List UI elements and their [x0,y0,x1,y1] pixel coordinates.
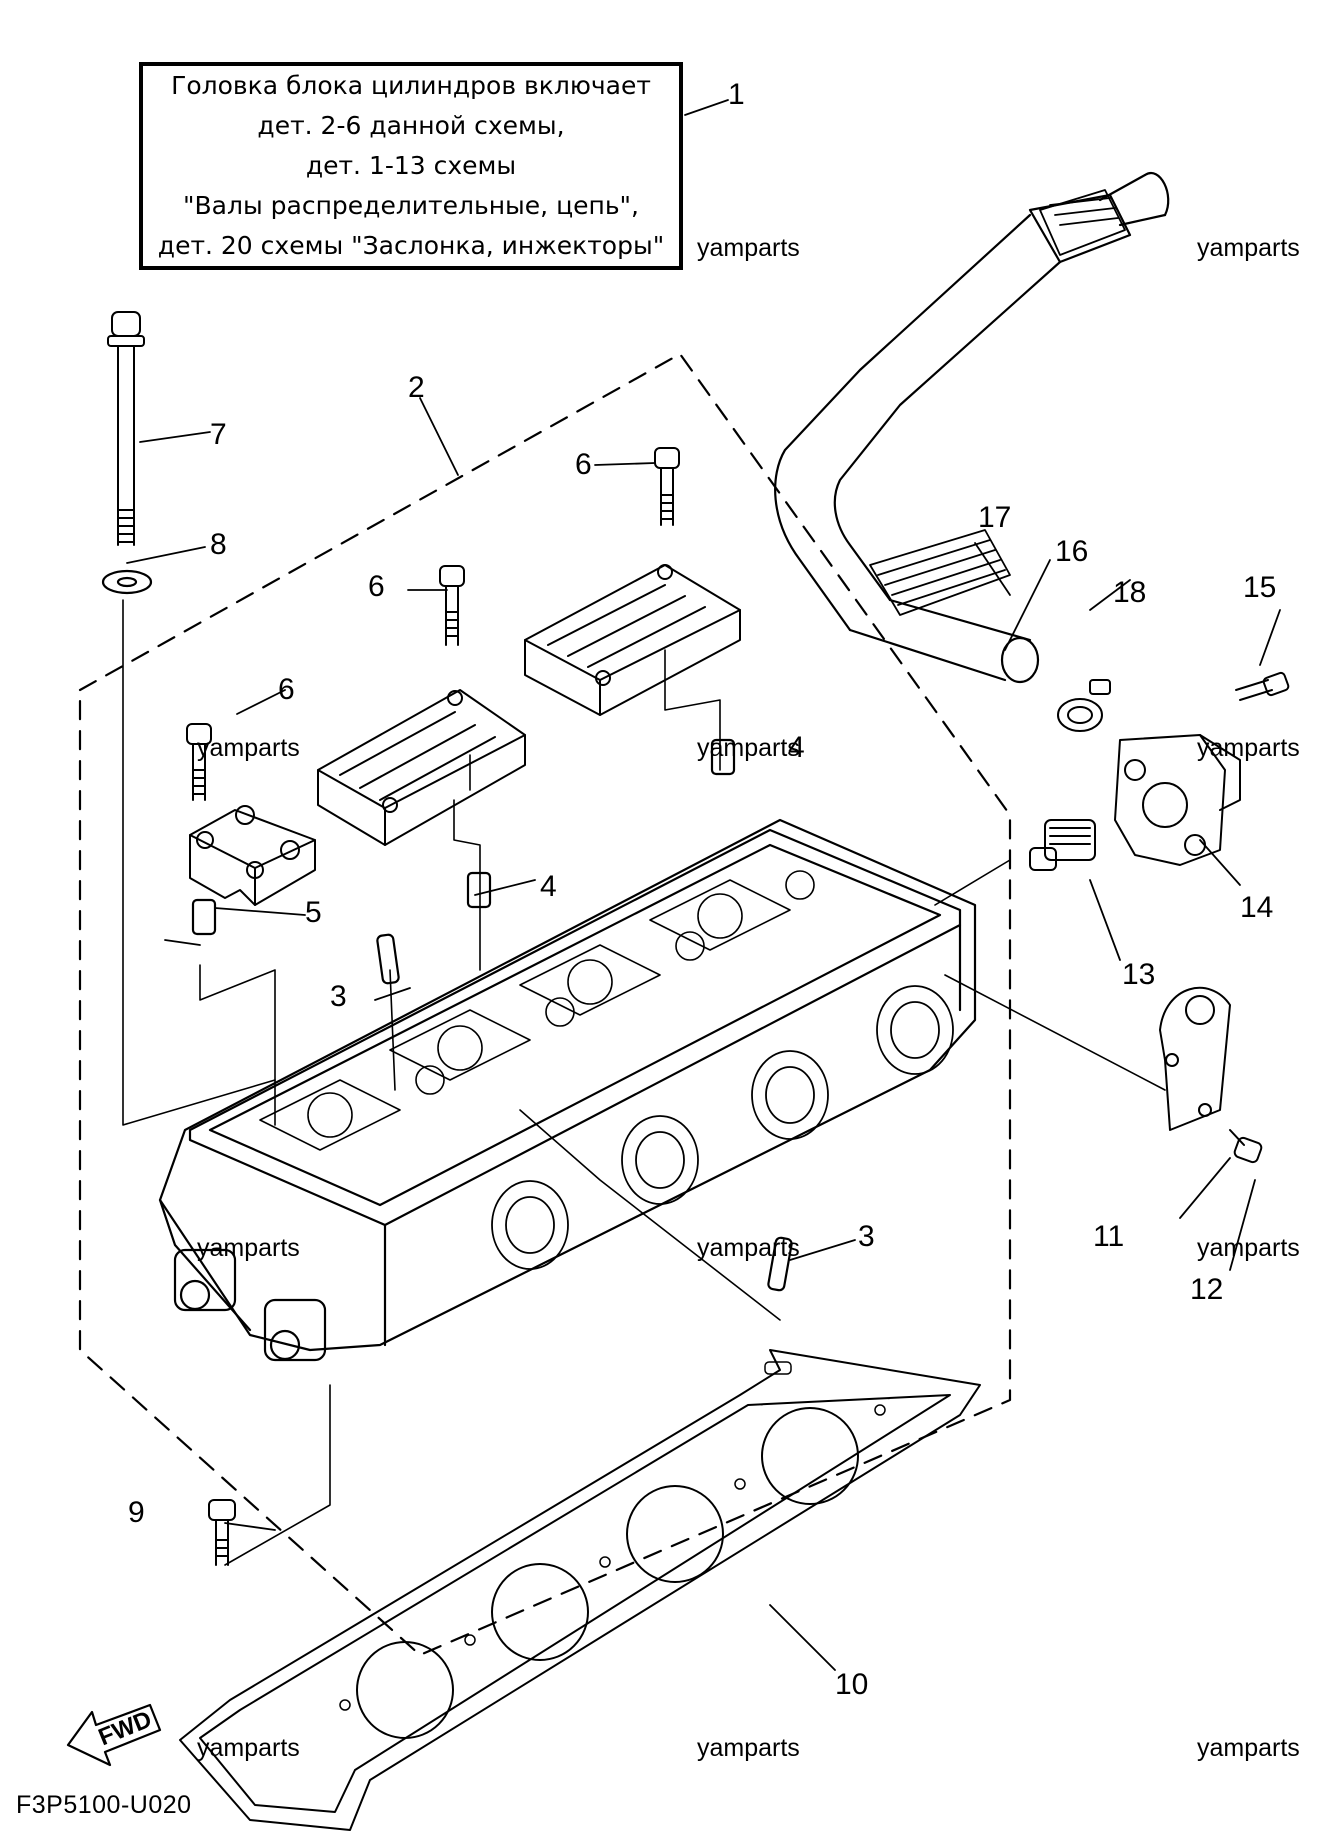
callout-17: 17 [978,501,1012,534]
callout-6: 6 [575,448,592,481]
callout-18: 18 [1113,576,1147,609]
bolt-part-15 [1235,671,1290,701]
note-line: Головка блока цилиндров включает [171,71,651,100]
bolt-part-6-left [186,723,212,801]
hose-clamp-part-18 [1057,679,1111,732]
callout-4: 4 [788,731,805,764]
watermark: yamparts [197,734,300,762]
valve-guide-part-3-left [376,933,400,985]
watermark: yamparts [1197,1734,1300,1762]
bolt-part-6-middle [439,565,465,646]
assembly-boundary [78,352,1012,1657]
watermark: yamparts [697,1234,800,1262]
note-line: "Валы распределительные, цепь", [183,191,639,220]
leader-lines [126,99,1281,1671]
callout-16: 16 [1055,535,1089,568]
head-gasket-part-10 [179,1349,981,1831]
diagram-code: F3P5100-U020 [16,1791,192,1819]
dowel-part-4-left [466,871,492,909]
bolt-part-12 [1229,1129,1263,1164]
callout-2: 2 [408,371,425,404]
watermark: yamparts [197,1734,300,1762]
bolt-part-6-right [654,447,680,526]
bracket-plate-part-11 [1159,986,1231,1131]
connector-lines [122,599,1166,1566]
cylinder-head-part-2 [158,818,977,1362]
dowel-part-5 [191,898,217,936]
callout-4: 4 [540,870,557,903]
camshaft-cap-left [189,805,316,906]
hose-bellows-upper [1039,189,1126,256]
note-box: Головка блока цилиндров включает дет. 2-… [139,62,683,270]
callout-10: 10 [835,1668,869,1701]
callout-7: 7 [210,418,227,451]
valve-guide-part-3-right [767,1236,793,1292]
callout-12: 12 [1190,1273,1224,1306]
thermostat-housing-part-14 [1114,734,1241,866]
note-line: дет. 20 схемы "Заслонка, инжекторы" [157,231,665,260]
watermark: yamparts [697,234,800,262]
watermark: yamparts [1197,734,1300,762]
watermark: yamparts [697,734,800,762]
watermark: yamparts [1197,1234,1300,1262]
note-line: дет. 1-13 схемы [305,151,517,180]
long-bolt-part-7 [107,311,145,546]
callout-5: 5 [305,896,322,929]
callout-15: 15 [1243,571,1277,604]
bolt-part-9 [208,1499,236,1566]
thermostat-part-13 [1029,819,1096,871]
callout-9: 9 [128,1496,145,1529]
camshaft-cap-middle [317,689,526,846]
hose-bellows-part-17 [869,529,1011,616]
callout-6: 6 [278,673,295,706]
callout-8: 8 [210,528,227,561]
fwd-arrow-icon [66,1703,162,1767]
callout-14: 14 [1240,891,1274,924]
watermark: yamparts [697,1734,800,1762]
camshaft-cap-right [524,564,741,716]
watermark: yamparts [1197,234,1300,262]
callout-3: 3 [858,1220,875,1253]
callout-6: 6 [368,570,385,603]
callout-1: 1 [728,78,745,111]
watermark: yamparts [197,1234,300,1262]
water-hose-part-16 [774,171,1170,684]
callout-11: 11 [1093,1220,1125,1253]
note-line: дет. 2-6 данной схемы, [257,111,565,140]
washer-part-8 [101,569,153,595]
callout-3: 3 [330,980,347,1013]
callout-13: 13 [1122,958,1156,991]
dowel-part-4-right [710,738,736,776]
